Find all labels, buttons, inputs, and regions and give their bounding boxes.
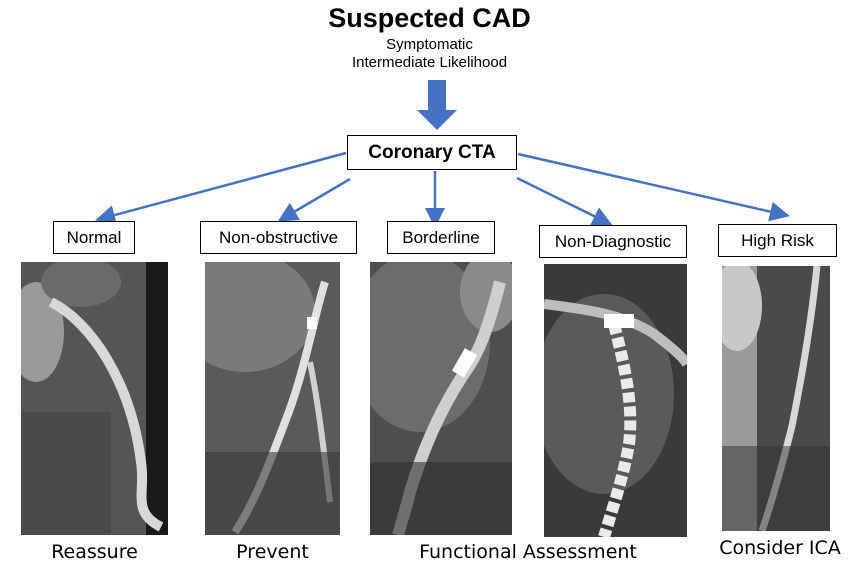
main-down-arrow bbox=[417, 80, 457, 130]
outcome-reassure: Reassure bbox=[51, 541, 138, 563]
ct-image-normal bbox=[21, 262, 168, 535]
arrow-to-high-risk bbox=[517, 152, 790, 222]
outcome-functional-assessment: Functional Assessment bbox=[419, 541, 637, 563]
category-normal: Normal bbox=[53, 221, 135, 254]
ct-image-high-risk bbox=[722, 266, 830, 531]
arrow-to-non-diagnostic bbox=[516, 176, 613, 226]
subtitle-symptomatic: Symptomatic bbox=[386, 36, 473, 53]
arrow-to-normal bbox=[95, 151, 347, 225]
coronary-cta-box: Coronary CTA bbox=[347, 135, 517, 170]
ct-image-non-diagnostic bbox=[544, 264, 687, 537]
outcome-consider-ica: Consider ICA bbox=[719, 537, 841, 559]
subtitle-likelihood: Intermediate Likelihood bbox=[351, 54, 508, 71]
diagram-title: Suspected CAD bbox=[328, 3, 531, 33]
ct-image-borderline bbox=[370, 262, 512, 535]
category-non-diagnostic: Non-Diagnostic bbox=[539, 225, 687, 258]
category-high-risk: High Risk bbox=[718, 224, 837, 257]
category-borderline: Borderline bbox=[387, 221, 495, 254]
category-non-obstructive: Non-obstructive bbox=[200, 221, 357, 254]
arrow-to-non-obstructive bbox=[277, 177, 351, 222]
outcome-prevent: Prevent bbox=[236, 541, 309, 563]
ct-image-non-obstructive bbox=[205, 262, 340, 535]
